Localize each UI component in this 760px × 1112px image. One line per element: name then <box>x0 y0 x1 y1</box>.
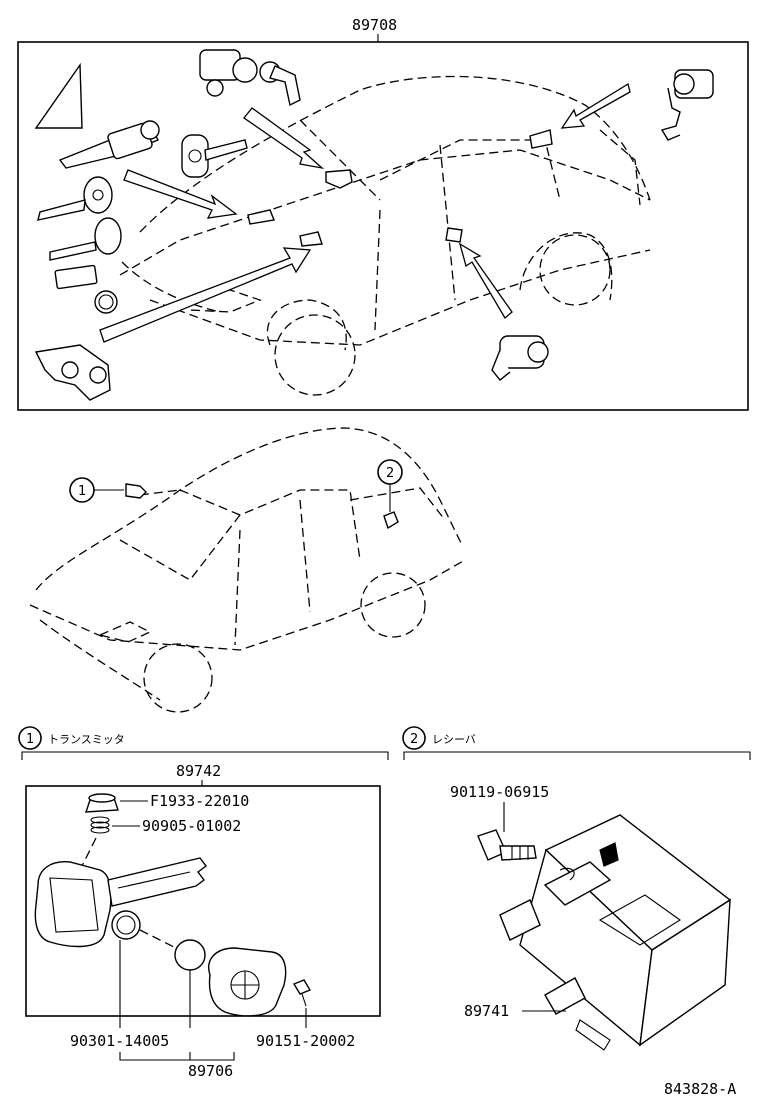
o-ring-top <box>94 290 118 314</box>
hood-lock-assembly <box>34 344 111 401</box>
section-2-header: 2 レシーバ <box>402 726 751 760</box>
spring-part <box>90 816 110 834</box>
arrow-rear <box>560 82 631 129</box>
triangle-shim <box>34 62 83 129</box>
key-valet <box>49 217 122 261</box>
assembly-part-number: 89742 <box>176 762 221 780</box>
key-head-small <box>181 134 248 178</box>
door-lock-cylinder-bottom <box>491 335 549 381</box>
receiver-unit <box>499 814 732 1051</box>
key-master <box>37 176 113 221</box>
o-ring-part <box>111 910 141 940</box>
section-1-title: トランスミッタ <box>48 733 125 746</box>
key-position <box>247 209 275 225</box>
ring-part-number: 90301-14005 <box>70 1032 169 1050</box>
arrow-front-lock <box>99 247 312 343</box>
cap-part-number: F1933-22010 <box>150 792 249 810</box>
section-2-index: 2 <box>410 732 418 747</box>
receiver-part-number: 89741 <box>464 1002 509 1020</box>
door-lock-cylinder-right <box>660 69 714 141</box>
battery-disk <box>174 939 206 971</box>
top-panel-frame <box>17 41 749 411</box>
arrow-key <box>123 169 238 219</box>
lock-position-hood <box>325 169 353 189</box>
key-plate <box>54 264 98 290</box>
middle-vehicle-outline <box>29 427 466 713</box>
arrow-hood <box>243 107 325 170</box>
ring-assembly-line <box>139 929 181 951</box>
lock-position-rear <box>529 129 553 149</box>
bolt-part-number: 90119-06915 <box>450 783 549 801</box>
bottom-bracket <box>119 1052 235 1061</box>
top-vehicle-outline <box>119 75 651 396</box>
bolt-part <box>477 829 537 861</box>
illustration-id: 843828-A <box>664 1080 736 1098</box>
transmitter-case <box>208 947 287 1017</box>
ignition-cylinder <box>58 120 160 169</box>
lock-position-front <box>299 231 323 247</box>
section-1-header: 1 トランスミッタ <box>18 726 389 760</box>
callout-1-marker: 1 <box>69 477 147 503</box>
lock-position-door <box>445 227 463 243</box>
callout-1-label: 1 <box>78 484 86 499</box>
spring-part-number: 90905-01002 <box>142 817 241 835</box>
arrow-door <box>458 242 513 319</box>
transmitter-key <box>34 857 207 948</box>
section-1-index: 1 <box>26 732 34 747</box>
transmitter-box <box>25 785 381 1017</box>
callout-2-marker: 2 <box>377 459 403 530</box>
section-2-title: レシーバ <box>432 733 476 746</box>
callout-2-label: 2 <box>386 466 394 481</box>
screw-part <box>292 979 312 1007</box>
top-part-number: 89708 <box>352 16 397 34</box>
cap-part <box>85 793 119 813</box>
screw-part-number: 90151-20002 <box>256 1032 355 1050</box>
bottom-part-number: 89706 <box>188 1062 233 1080</box>
door-lock-cylinder-left <box>199 49 301 107</box>
